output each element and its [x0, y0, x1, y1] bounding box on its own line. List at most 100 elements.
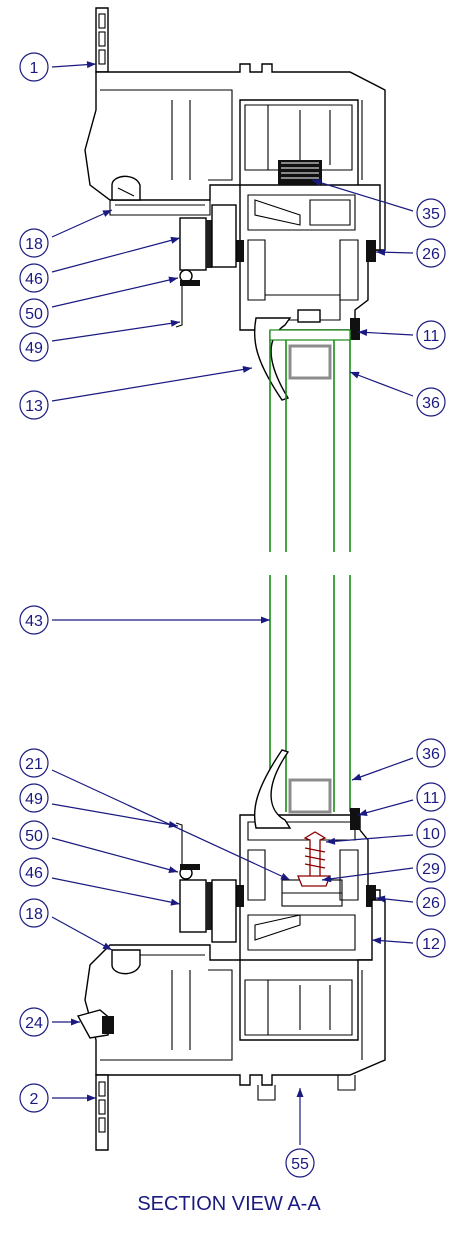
callout-circle	[19, 332, 49, 362]
leader-arrowhead-55	[296, 1088, 304, 1097]
callout-number: 26	[422, 246, 440, 263]
glazing-bead-bottom	[253, 749, 292, 829]
leader-arrowhead-49	[168, 821, 178, 828]
callout-49: 49	[19, 332, 49, 362]
callout-29: 29	[416, 853, 446, 883]
leader-arrowhead-46	[170, 898, 180, 906]
callout-36: 36	[416, 387, 446, 417]
leader-arrowhead-43	[261, 616, 270, 624]
callout-circle	[19, 783, 49, 813]
callout-11: 11	[416, 320, 446, 350]
callout-number: 10	[422, 826, 440, 843]
leader-line-46	[51, 237, 181, 273]
callout-circle	[19, 228, 49, 258]
leader-arrowhead-2	[87, 1094, 96, 1102]
callout-circle	[19, 748, 49, 778]
callout-number: 13	[25, 398, 43, 415]
callout-46: 46	[19, 263, 49, 293]
leader-line-49	[51, 803, 179, 827]
leader-arrowhead-21	[280, 873, 290, 880]
callout-12: 12	[416, 928, 446, 958]
callout-leaders	[51, 61, 414, 1145]
callout-49: 49	[19, 783, 49, 813]
leader-arrowhead-26	[376, 248, 386, 256]
callout-number: 26	[422, 895, 440, 912]
leader-arrowhead-49	[170, 319, 180, 327]
callout-55: 55	[285, 1148, 315, 1178]
callout-circle	[19, 1007, 49, 1037]
callout-number: 43	[25, 613, 43, 630]
leader-line-46	[51, 877, 181, 905]
fixing-screw-24	[76, 1009, 114, 1039]
leader-line-50	[51, 837, 179, 873]
leader-arrowhead-29	[322, 875, 332, 883]
callout-number: 18	[25, 236, 43, 253]
callout-24: 24	[19, 1007, 49, 1037]
leader-arrowhead-26	[376, 895, 386, 903]
callout-number: 11	[423, 328, 440, 345]
leader-arrowhead-11	[358, 328, 368, 336]
leader-arrowhead-12	[372, 937, 382, 945]
leader-arrowhead-18	[102, 942, 112, 950]
bottom-trim-insert	[175, 822, 237, 943]
callout-circle	[416, 387, 446, 417]
callout-50: 50	[19, 298, 49, 328]
bottom-sash-profile	[234, 808, 381, 961]
callout-circle	[19, 1083, 49, 1113]
callout-circle	[19, 390, 49, 420]
callout-2: 2	[19, 1083, 49, 1113]
callout-18: 18	[19, 898, 49, 928]
callout-circle	[416, 782, 446, 812]
callout-number: 1	[30, 60, 39, 77]
section-title: SECTION VIEW A-A	[137, 1193, 321, 1215]
top-frame-profile	[84, 7, 386, 251]
leader-arrowhead-24	[71, 1018, 80, 1026]
callout-circle	[416, 853, 446, 883]
callout-number: 12	[422, 936, 440, 953]
leader-line-18	[51, 209, 113, 238]
callout-circle	[416, 818, 446, 848]
callout-circle	[19, 898, 49, 928]
callout-number: 49	[25, 340, 43, 357]
callout-circle	[19, 298, 49, 328]
callout-circle	[19, 52, 49, 82]
leader-arrowhead-11	[358, 809, 368, 817]
callout-43: 43	[19, 605, 49, 635]
callout-18: 18	[19, 228, 49, 258]
callout-labels: 1184650491335261136432149504618242361110…	[19, 52, 446, 1178]
callout-26: 26	[416, 887, 446, 917]
callout-13: 13	[19, 390, 49, 420]
leader-line-10	[325, 834, 414, 843]
callout-circle	[19, 820, 49, 850]
callout-11: 11	[416, 782, 446, 812]
callout-circle	[19, 857, 49, 887]
fastener-10	[297, 831, 331, 887]
callout-10: 10	[416, 818, 446, 848]
callout-circle	[416, 320, 446, 350]
callout-number: 29	[422, 861, 440, 878]
callout-number: 36	[422, 395, 440, 412]
top-trim-insert	[175, 204, 237, 328]
glass-panes	[269, 329, 351, 814]
callout-circle	[416, 887, 446, 917]
callout-circle	[285, 1148, 315, 1178]
callout-21: 21	[19, 748, 49, 778]
callout-circle	[416, 738, 446, 768]
callout-circle	[19, 263, 49, 293]
callout-number: 18	[25, 906, 43, 923]
leader-line-11	[357, 799, 414, 816]
leader-arrowhead-13	[242, 366, 252, 373]
callout-number: 46	[25, 865, 43, 882]
leader-line-36	[349, 371, 414, 397]
callout-number: 50	[25, 828, 43, 845]
leader-arrowhead-36	[350, 371, 360, 379]
leader-line-49	[51, 321, 181, 342]
callout-number: 49	[25, 791, 43, 808]
callout-26: 26	[416, 238, 446, 268]
leader-arrowhead-36	[352, 773, 362, 781]
callout-35: 35	[416, 198, 446, 228]
callout-number: 50	[25, 306, 43, 323]
leader-arrowhead-18	[102, 210, 112, 217]
leader-arrowhead-1	[86, 61, 96, 69]
